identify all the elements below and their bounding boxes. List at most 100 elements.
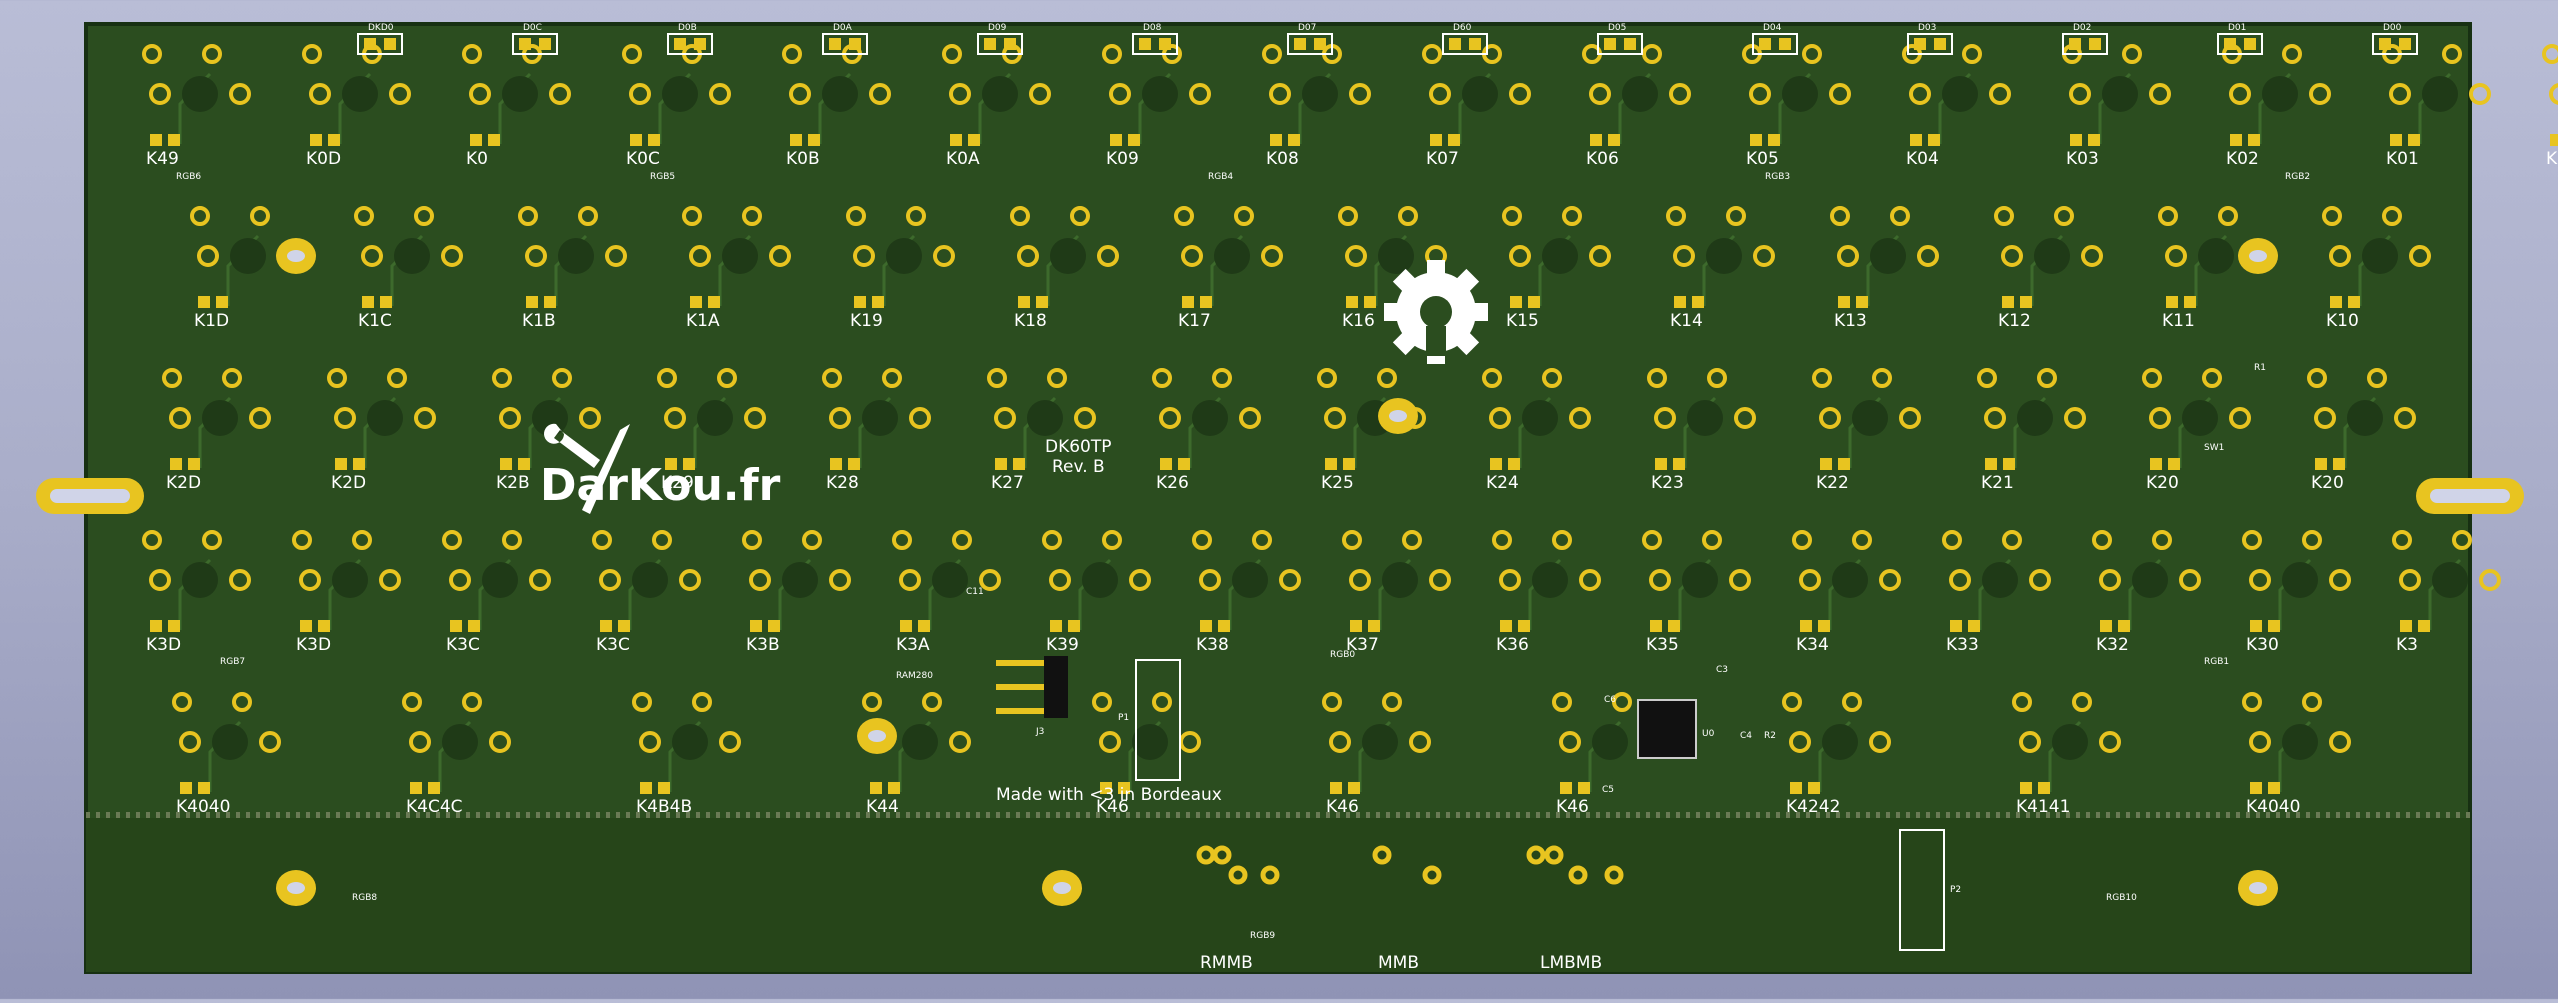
key-label: K25: [1321, 473, 1354, 493]
rgb-label: RGB4: [1208, 172, 1233, 182]
svg-text:R2: R2: [1764, 731, 1776, 741]
wrench-icon: [544, 423, 600, 468]
key-switch: K1A: [682, 206, 791, 331]
diode-label: DKD0: [368, 23, 394, 33]
diode: D0A: [822, 23, 868, 55]
key-switch: K1D: [190, 206, 299, 331]
key-switch: K3A: [892, 530, 1001, 655]
key-switch: K4040: [172, 692, 281, 817]
svg-text:C3: C3: [1716, 665, 1728, 675]
key-label: K3A: [896, 635, 930, 655]
key-switch: K4040: [2242, 692, 2351, 817]
key-switch: K4141: [2012, 692, 2121, 817]
svg-text:R1: R1: [2254, 363, 2266, 373]
key-switch: K11: [2158, 206, 2267, 331]
svg-text:P2: P2: [1950, 885, 1961, 895]
diode: DKD0: [357, 23, 403, 55]
key-switch: K15: [1502, 206, 1611, 331]
key-label: K2D: [166, 473, 201, 493]
diode: D09: [977, 23, 1023, 55]
diode-label: D0A: [833, 23, 853, 33]
key-switch: K1B: [518, 206, 627, 331]
key-switch: K3C: [442, 530, 551, 655]
key-switch: K49: [142, 44, 251, 169]
diode: D0C: [512, 23, 558, 55]
key-switch: K46: [1092, 692, 1201, 817]
key-label: K05: [1746, 149, 1779, 169]
mmb-label: MMB: [1378, 953, 1419, 973]
key-switch: K19: [846, 206, 955, 331]
key-label: K02: [2226, 149, 2259, 169]
key-label: K4040: [2246, 797, 2300, 817]
key-label: K3B: [746, 635, 780, 655]
key-label: K4242: [1786, 797, 1840, 817]
key-label: K14: [1670, 311, 1703, 331]
mounting-hole: [287, 882, 305, 894]
key-switch: K3C: [592, 530, 701, 655]
mounting-holes: [36, 238, 2524, 906]
key-label: K4040: [176, 797, 230, 817]
key-label: K38: [1196, 635, 1229, 655]
key-switch: K08: [1262, 44, 1371, 169]
key-label: K27: [991, 473, 1024, 493]
mounting-hole: [2249, 882, 2267, 894]
key-label: K0D: [306, 149, 341, 169]
key-switch: K06: [1582, 44, 1691, 169]
key-label: K3D: [296, 635, 331, 655]
diode-label: D01: [2228, 23, 2246, 33]
key-switch: K33: [1942, 530, 2051, 655]
diode: D08: [1132, 23, 1178, 55]
diode: D0B: [667, 23, 713, 55]
diode-label: D0B: [678, 23, 697, 33]
key-label: K3: [2396, 635, 2418, 655]
rgb-label: RGB5: [650, 172, 675, 182]
key-switch: K28: [822, 368, 931, 493]
footer-credit: Made with <3 in Bordeaux: [996, 785, 1222, 805]
key-switch: K26: [1152, 368, 1261, 493]
key-label: K06: [1586, 149, 1619, 169]
diode-label: D09: [988, 23, 1007, 33]
key-label: K1D: [194, 311, 229, 331]
key-label: K10: [2326, 311, 2359, 331]
stabilizer-slot-right-hole: [2430, 489, 2510, 503]
key-switch: K2D: [162, 368, 271, 493]
diode: D00: [2372, 23, 2418, 55]
svg-text:C5: C5: [1602, 785, 1614, 795]
key-switch: K38: [1192, 530, 1301, 655]
key-label: K3D: [146, 635, 181, 655]
svg-text:C11: C11: [966, 587, 984, 597]
mcu-chip: [1637, 699, 1697, 759]
key-switch: K12: [1994, 206, 2103, 331]
key-label: K09: [1106, 149, 1139, 169]
key-switch: K17: [1174, 206, 1283, 331]
lmb-label: LMBMB: [1540, 953, 1602, 973]
key-switch: K30: [2242, 530, 2351, 655]
key-switch: K20: [2142, 368, 2251, 493]
key-switch: K18: [1010, 206, 1119, 331]
key-label: K33: [1946, 635, 1979, 655]
key-label: K18: [1014, 311, 1047, 331]
key-label: K2D: [331, 473, 366, 493]
svg-text:C4: C4: [1740, 731, 1752, 741]
stabilizer-slot-left-hole: [50, 489, 130, 503]
connector-p2: P2: [1899, 829, 1961, 951]
key-switch: K2B: [492, 368, 601, 493]
logo-text: DarKou.fr: [540, 460, 781, 511]
component-labels: C11 C3 C4 C5 C6 R2 SW1 R1 RAM280: [896, 363, 2266, 795]
key-label: K21: [1981, 473, 2014, 493]
key-label: K44: [866, 797, 899, 817]
header-j3: J3: [996, 656, 1068, 737]
key-switch: K4C4C: [402, 692, 511, 817]
rgb-label: RGB2: [2285, 172, 2310, 182]
mcu-label: U0: [1702, 729, 1715, 739]
key-label: K3C: [596, 635, 630, 655]
key-label: K00: [2546, 149, 2558, 169]
diode: D03: [1907, 23, 1953, 55]
mounting-hole: [868, 730, 886, 742]
key-label: K35: [1646, 635, 1679, 655]
svg-text:RAM280: RAM280: [896, 671, 933, 681]
key-switch: K16: [1338, 206, 1447, 331]
darkou-logo: DarKou.fr: [540, 423, 781, 514]
